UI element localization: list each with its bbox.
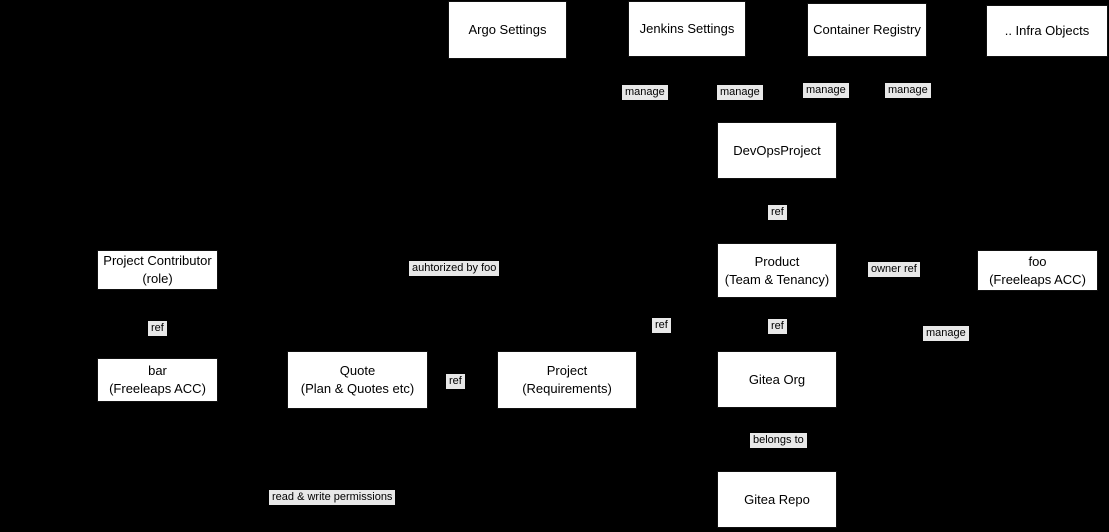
edge-label-belongs-to: belongs to: [750, 433, 807, 449]
node-quote: Quote (Plan & Quotes etc): [287, 351, 428, 409]
node-devops-project: DevOpsProject: [717, 122, 837, 179]
node-project-contributor: Project Contributor (role): [97, 250, 218, 290]
node-project-requirements: Project (Requirements): [497, 351, 637, 409]
node-jenkins-settings: Jenkins Settings: [628, 1, 746, 57]
node-infra-objects: .. Infra Objects: [986, 5, 1108, 57]
node-gitea-repo: Gitea Repo: [717, 471, 837, 528]
node-gitea-org: Gitea Org: [717, 351, 837, 408]
edge-label-manage-registry: manage: [803, 83, 849, 99]
edge-label-manage-argo: manage: [622, 85, 668, 101]
edge-label-auhtorized-by-foo: auhtorized by foo: [409, 261, 500, 277]
edge-label-ref-quote-project: ref: [446, 374, 465, 390]
node-bar-freeleaps-acc: bar (Freeleaps ACC): [97, 358, 218, 402]
edge-label-manage-jenkins: manage: [717, 85, 763, 101]
edge-label-ref-devops-product: ref: [768, 205, 787, 221]
edge-label-manage-foo-gitea: manage: [923, 326, 969, 342]
edge-label-ref-product-gitea-org: ref: [768, 319, 787, 335]
node-product: Product (Team & Tenancy): [717, 243, 837, 298]
node-container-registry: Container Registry: [807, 3, 927, 57]
edge-label-ref-project-product: ref: [652, 318, 671, 334]
node-argo-settings: Argo Settings: [448, 1, 567, 59]
edge-label-ref-contributor-bar: ref: [148, 321, 167, 337]
edge-label-manage-infra: manage: [885, 83, 931, 99]
node-foo-freeleaps-acc: foo (Freeleaps ACC): [977, 250, 1098, 291]
edge-label-read-write-permissions: read & write permissions: [269, 490, 396, 506]
edge-label-owner-ref: owner ref: [868, 262, 920, 278]
